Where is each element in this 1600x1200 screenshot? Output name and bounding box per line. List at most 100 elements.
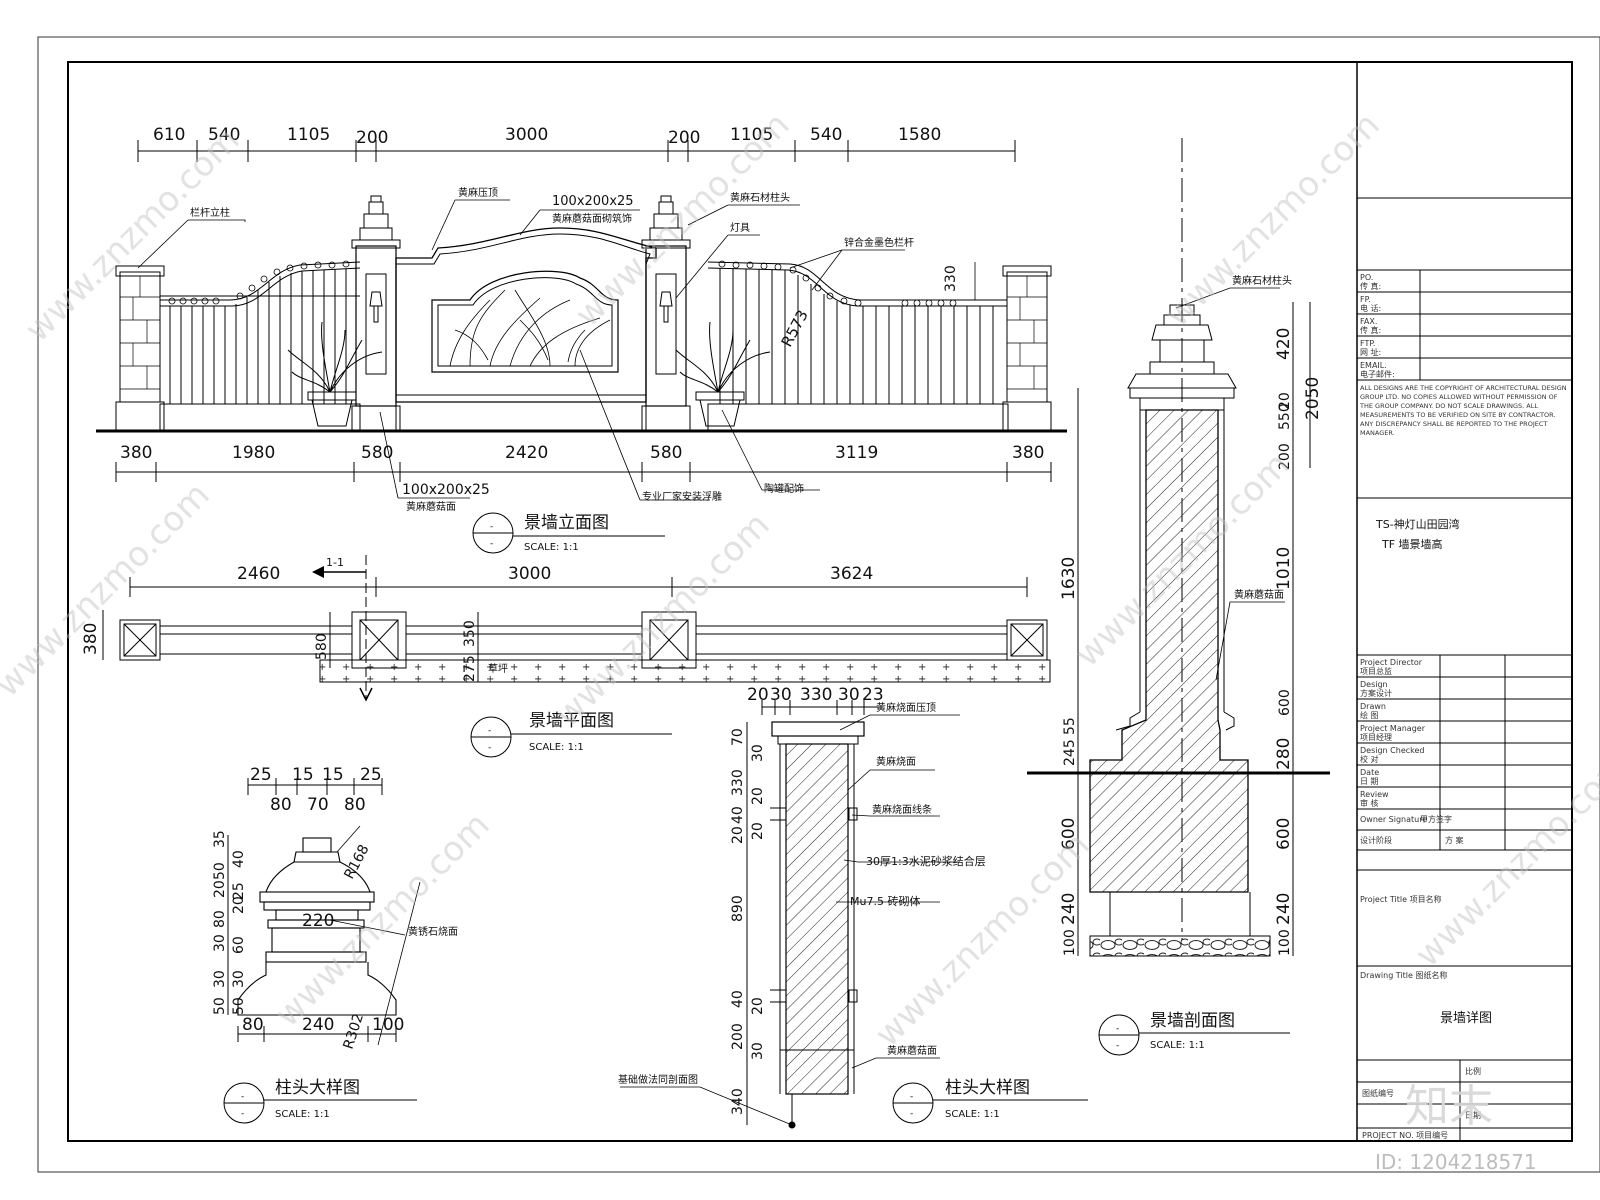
- drawing-title: 景墙详图: [1440, 1011, 1492, 1026]
- svg-text:项目总监: 项目总监: [1360, 666, 1392, 676]
- plan-dim: 2460: [237, 564, 280, 584]
- svg-text:Drawn: Drawn: [1360, 702, 1386, 711]
- cap-left-dims: 35 40 50 20 25 20 80 30 60 30 30 50 50: [212, 830, 247, 1015]
- elev-top-dim: 610: [153, 125, 185, 145]
- project-line: TS-神灯山田园湾: [1375, 517, 1460, 531]
- svg-text:电子邮件:: 电子邮件:: [1360, 369, 1395, 379]
- svg-text:20: 20: [730, 826, 746, 844]
- left-fence-pickets: [169, 269, 347, 404]
- elev-bottom-dim: 380: [120, 443, 152, 463]
- project-title-label: Project Title 项目名称: [1360, 894, 1442, 904]
- cap-dim-220: 220: [302, 911, 334, 931]
- svg-text:50: 50: [231, 997, 247, 1015]
- wall-section-view: 420 20 200 550 1010 600 280 600 240 100 …: [1027, 138, 1330, 1056]
- svg-text:传 真:: 传 真:: [1360, 281, 1381, 291]
- elev-bottom-dim: 380: [1012, 443, 1044, 463]
- svg-text:FP.: FP.: [1360, 295, 1371, 304]
- elev-top-dim: 540: [810, 125, 842, 145]
- cap-detail-view: 25 15 15 25 80 70 80 35 40 50 20 25 20 8…: [212, 765, 458, 1124]
- svg-text:30: 30: [750, 1042, 766, 1060]
- svg-text:200: 200: [730, 1023, 746, 1050]
- svg-text:80: 80: [212, 910, 228, 928]
- section-label: 黄麻烧面线条: [872, 803, 932, 816]
- label-planter: 陶罐配饰: [764, 482, 804, 495]
- section-top-dim: 330: [800, 685, 832, 705]
- elev-top-dim: 200: [668, 128, 700, 148]
- elev-bottom-dim: 580: [650, 443, 682, 463]
- svg-text:70: 70: [730, 728, 746, 746]
- elev-top-dim: 200: [356, 128, 388, 148]
- svg-text:Project Manager: Project Manager: [1360, 724, 1426, 733]
- svg-text:60: 60: [231, 936, 247, 954]
- elev-bottom-dim: 2420: [505, 443, 548, 463]
- stage-value: 方 案: [1445, 835, 1464, 845]
- relief-foliage: [449, 289, 611, 367]
- wall-total-dim: 2050: [1303, 377, 1323, 420]
- cap-top-dim: 25: [250, 765, 272, 785]
- scale-label: 比例: [1465, 1066, 1481, 1076]
- cap-r2: R302: [341, 1012, 367, 1052]
- label-base-stone-finish: 黄麻蘑菇面: [406, 500, 456, 513]
- project-no: PROJECT NO. 项目编号: [1362, 1130, 1448, 1140]
- drawing-title-label: Drawing Title 图纸名称: [1360, 970, 1448, 980]
- svg-text:绘 图: 绘 图: [1360, 710, 1379, 720]
- svg-text:40: 40: [730, 990, 746, 1008]
- svg-text:330: 330: [730, 769, 746, 796]
- svg-text:-: -: [241, 1092, 244, 1102]
- svg-text:-: -: [488, 743, 491, 753]
- label-capping: 黄麻压顶: [458, 186, 498, 199]
- plan-side-dim: 275: [462, 655, 478, 682]
- stage-label: 设计阶段: [1360, 835, 1392, 845]
- svg-text:40: 40: [730, 806, 746, 824]
- svg-text:校 对: 校 对: [1360, 754, 1379, 764]
- svg-text:电 话:: 电 话:: [1360, 303, 1381, 313]
- section-top-dim: 30: [770, 685, 792, 705]
- svg-text:50: 50: [212, 862, 228, 880]
- cap-detail-title: 柱头大样图: [275, 1078, 360, 1098]
- date-label: 日期: [1465, 1111, 1481, 1120]
- svg-text:Owner Signature: Owner Signature: [1360, 815, 1427, 824]
- svg-text:890: 890: [730, 895, 746, 922]
- wall-left-dim: 55: [1062, 717, 1078, 735]
- wall-section-scale: SCALE: 1:1: [1150, 1040, 1205, 1051]
- section-detail-title: 柱头大样图: [945, 1078, 1030, 1098]
- svg-text:Project Director: Project Director: [1360, 658, 1423, 667]
- svg-text:日 期: 日 期: [1360, 777, 1379, 786]
- wall-right-dim: 420: [1274, 328, 1294, 360]
- label-radius: R573: [778, 307, 812, 350]
- wall-right-dim: 550: [1277, 403, 1293, 430]
- elev-top-dim: 540: [208, 125, 240, 145]
- label-pillar-head: 黄麻石材柱头: [730, 191, 790, 204]
- svg-text:30: 30: [231, 970, 247, 988]
- wall-left-dim: 100: [1062, 929, 1078, 956]
- svg-text:EMAIL.: EMAIL.: [1360, 361, 1387, 370]
- title-block: [1357, 197, 1572, 1141]
- elev-bottom-dim: 580: [361, 443, 393, 463]
- wall-right-dim: 600: [1277, 689, 1293, 716]
- plan-side-dim: 350: [462, 620, 478, 647]
- svg-text:FTP.: FTP.: [1360, 339, 1375, 348]
- wall-right-dim: 280: [1274, 738, 1294, 770]
- svg-text:甲方签字: 甲方签字: [1420, 814, 1452, 824]
- section-top-dim: 20: [747, 685, 769, 705]
- brand-watermark: 知末: [1405, 1081, 1493, 1132]
- elevation-view: 610 540 1105 200 3000 200 1105 540 1580: [96, 125, 1067, 554]
- plan-lawn-label: 草坪: [488, 662, 508, 675]
- svg-text:20: 20: [212, 880, 228, 898]
- elevation-title: 景墙立面图: [524, 513, 609, 533]
- section-label: 30厚1:3水泥砂浆结合层: [866, 854, 986, 868]
- plan-dim: 3000: [508, 564, 551, 584]
- svg-text:30: 30: [212, 970, 228, 988]
- elevation-scale: SCALE: 1:1: [524, 542, 579, 553]
- drawing-frame: [67, 61, 1573, 1142]
- cap-mid-dim: 70: [307, 795, 329, 815]
- svg-text:340: 340: [730, 1088, 746, 1115]
- cap-material: 黄锈石烧面: [408, 925, 458, 938]
- wall-right-dim: 100: [1277, 929, 1293, 956]
- elev-bottom-dim: 1980: [232, 443, 275, 463]
- svg-text:20: 20: [750, 997, 766, 1015]
- cap-top-dim: 25: [360, 765, 382, 785]
- section-label: 黄麻烧面压顶: [876, 701, 936, 714]
- cap-top-dim: 15: [292, 765, 314, 785]
